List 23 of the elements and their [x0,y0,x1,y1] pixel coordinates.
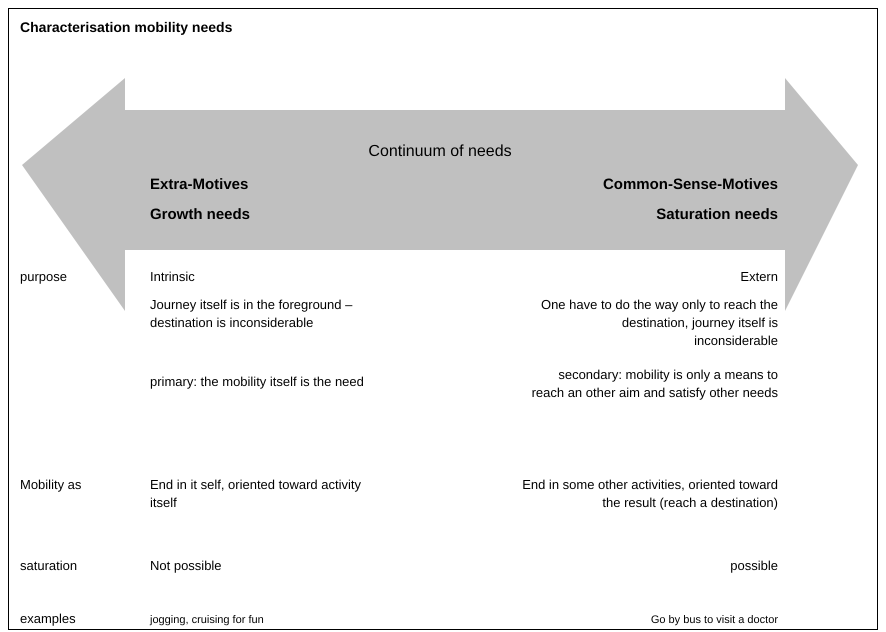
cell-text: Journey itself is in the foreground – destination is inconsiderable [150,296,354,332]
diagram-title: Characterisation mobility needs [20,18,232,36]
column-heading: Common-Sense-Motives [602,176,778,194]
column-heading: Growth needs [150,206,252,224]
cell-text: secondary: mobility is only a means to reach an other aim and satisfy other needs [530,366,778,402]
column-heading: Extra-Motives [150,176,250,194]
arrow-heading: Continuum of needs [367,143,513,161]
cell-text: Extern [739,268,778,286]
cell-text: primary: the mobility itself is the need [150,373,365,391]
cell-text: End in it self, oriented toward activity itself [150,476,362,512]
cell-text: possible [729,557,778,575]
cell-text: End in some other activities, oriented toward the result (reach a destination) [521,476,778,512]
column-heading: Saturation needs [655,206,778,224]
cell-text: Intrinsic [150,268,196,286]
double-arrow [22,78,858,311]
cell-text: Not possible [150,557,223,575]
row-label: saturation [20,557,78,575]
row-label: purpose [20,268,68,286]
row-label: examples [20,610,77,628]
cell-text: jogging, cruising for fun [150,613,265,628]
row-label: Mobility as [20,476,82,494]
cell-text: One have to do the way only to reach the destination, journey itself is inconsiderable [540,296,778,350]
cell-text: Go by bus to visit a doctor [650,613,778,628]
